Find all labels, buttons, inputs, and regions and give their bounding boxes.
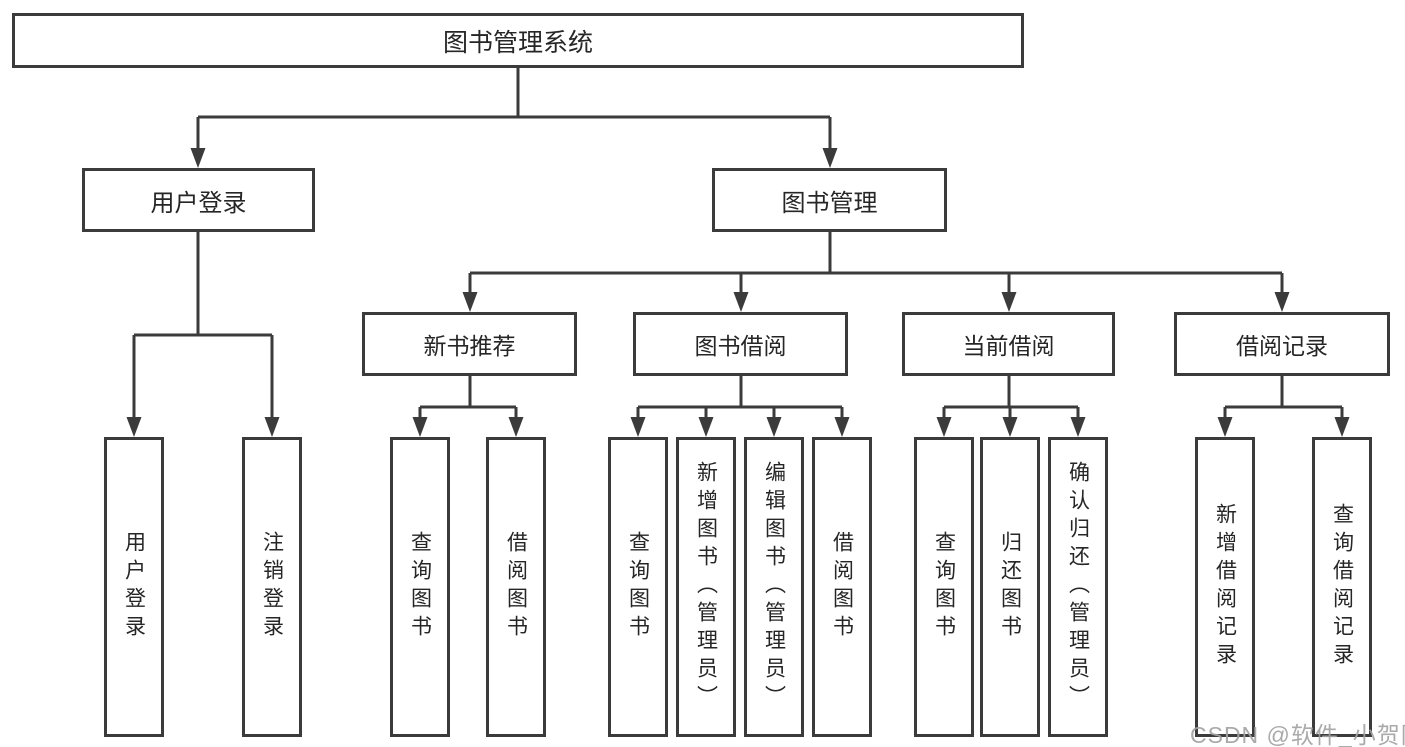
leaf-logout: 注销登录	[242, 437, 302, 737]
node-user-login: 用户登录	[82, 168, 315, 232]
node-label: 图书管理	[781, 189, 878, 217]
node-label: 借阅记录	[1236, 333, 1328, 359]
node-book-borrowing: 图书借阅	[633, 312, 848, 376]
leaf-return-book: 归还图书	[980, 437, 1040, 737]
leaf-query-books-borrowing: 查询图书	[608, 437, 668, 737]
leaf-label: 编辑图书（管理员）	[762, 461, 786, 713]
leaf-label: 新增借阅记录	[1213, 503, 1237, 671]
node-label: 当前借阅	[962, 333, 1055, 359]
tree-edges	[132, 68, 1344, 419]
node-label: 图书借阅	[694, 333, 787, 359]
leaf-label: 查询图书	[932, 531, 956, 643]
node-library-management-system: 图书管理系统	[12, 13, 1024, 68]
leaf-label: 借阅图书	[830, 531, 854, 643]
leaf-edit-book-admin: 编辑图书（管理员）	[744, 437, 804, 737]
leaf-label: 借阅图书	[504, 531, 528, 643]
arrow-heads	[126, 148, 1350, 437]
leaf-label: 用户登录	[122, 531, 146, 643]
leaf-confirm-return-admin: 确认归还（管理员）	[1048, 437, 1108, 737]
node-new-book-recommendation: 新书推荐	[362, 312, 577, 376]
leaf-label: 注销登录	[260, 531, 284, 643]
leaf-label: 查询借阅记录	[1330, 503, 1354, 671]
leaf-label: 新增图书（管理员）	[694, 461, 718, 713]
leaf-borrow-books-borrowing: 借阅图书	[812, 437, 872, 737]
node-label: 新书推荐	[423, 333, 516, 359]
leaf-query-books-current: 查询图书	[914, 437, 974, 737]
leaf-add-borrow-record: 新增借阅记录	[1195, 437, 1255, 737]
node-borrowing-records: 借阅记录	[1174, 312, 1390, 376]
leaf-add-book-admin: 新增图书（管理员）	[676, 437, 736, 737]
leaf-query-books-recommend: 查询图书	[390, 437, 450, 737]
leaf-label: 查询图书	[626, 531, 650, 643]
leaf-query-borrow-record: 查询借阅记录	[1312, 437, 1372, 737]
csdn-watermark: CSDN @软件_小贺同学	[1190, 722, 1405, 747]
node-book-management: 图书管理	[712, 168, 947, 232]
node-label: 图书管理系统	[442, 28, 593, 57]
node-label: 用户登录	[150, 189, 247, 217]
leaf-label: 确认归还（管理员）	[1066, 461, 1090, 713]
leaf-label: 查询图书	[408, 531, 432, 643]
leaf-user-login: 用户登录	[104, 437, 164, 737]
node-current-borrowing: 当前借阅	[902, 312, 1115, 376]
leaf-borrow-books-recommend: 借阅图书	[486, 437, 546, 737]
leaf-label: 归还图书	[998, 531, 1022, 643]
